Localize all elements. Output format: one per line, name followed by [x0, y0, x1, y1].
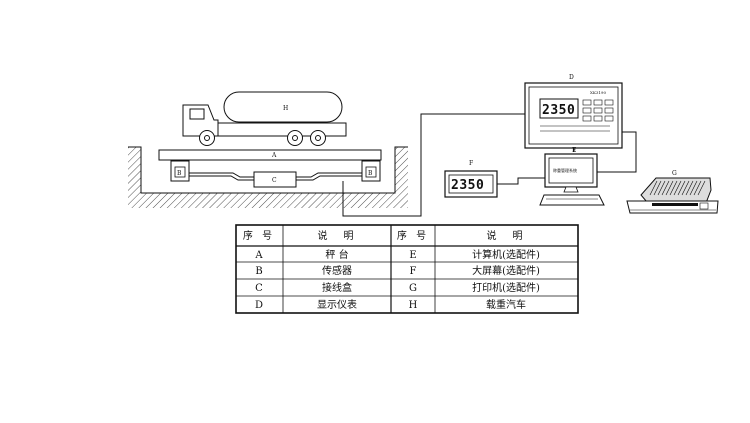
large-screen-readout: 2350 [451, 178, 484, 193]
junction-box: C [189, 171, 362, 188]
junction-box-label: C [272, 177, 277, 184]
legend-table-text: 序 号 说 明 序 号 说 明 A 秤 台 E 计算机(选配件) B 传感器 F… [243, 229, 540, 311]
row-f-code: F [410, 266, 417, 277]
indicator-tag: XK3190 [590, 90, 606, 95]
computer-icon: E 称重管理系统 [539, 147, 605, 206]
row-b-code: B [255, 266, 262, 277]
row-f-desc: 大屏幕(选配件) [472, 264, 540, 277]
weight-indicator: D XK3190 2350 [524, 74, 623, 149]
row-g-code: G [409, 283, 417, 294]
computer-label: E [572, 147, 576, 154]
sensor-right-label: B [368, 170, 373, 177]
row-d-desc: 显示仪表 [317, 298, 357, 311]
computer-screen-text: 称重管理系统 [553, 167, 577, 173]
row-h-desc: 载重汽车 [486, 298, 526, 311]
weighbridge-pit [128, 146, 408, 208]
row-c-desc: 接线盒 [322, 281, 352, 294]
printer-label: G [672, 170, 677, 177]
platform-label: A [271, 152, 277, 159]
row-e-desc: 计算机(选配件) [472, 248, 540, 261]
truck-icon: H [182, 91, 347, 146]
legend-table [235, 224, 579, 314]
row-a-desc: 秤 台 [325, 248, 348, 261]
load-cell-left: B [170, 160, 190, 182]
indicator-readout: 2350 [542, 103, 575, 118]
large-screen-label: F [469, 160, 473, 167]
printer-icon: G [626, 170, 719, 214]
indicator-label: D [569, 74, 574, 81]
large-display-screen: F 2350 [444, 160, 498, 198]
sensor-left-label: B [177, 170, 182, 177]
row-e-code: E [409, 250, 416, 261]
row-h-code: H [409, 300, 418, 311]
row-d-code: D [255, 300, 263, 311]
platform-scale: A [158, 149, 382, 161]
row-a-code: A [254, 250, 263, 261]
row-c-code: C [255, 283, 263, 294]
row-g-desc: 打印机(选配件) [472, 281, 540, 294]
load-cell-right: B [361, 160, 381, 182]
header-no-1: 序 号 [243, 229, 275, 242]
header-desc-1: 说 明 [318, 229, 357, 242]
header-no-2: 序 号 [397, 229, 429, 242]
row-b-desc: 传感器 [322, 264, 352, 277]
header-desc-2: 说 明 [487, 229, 526, 242]
indicator-keypad [582, 99, 614, 122]
truck-label: H [283, 105, 288, 112]
